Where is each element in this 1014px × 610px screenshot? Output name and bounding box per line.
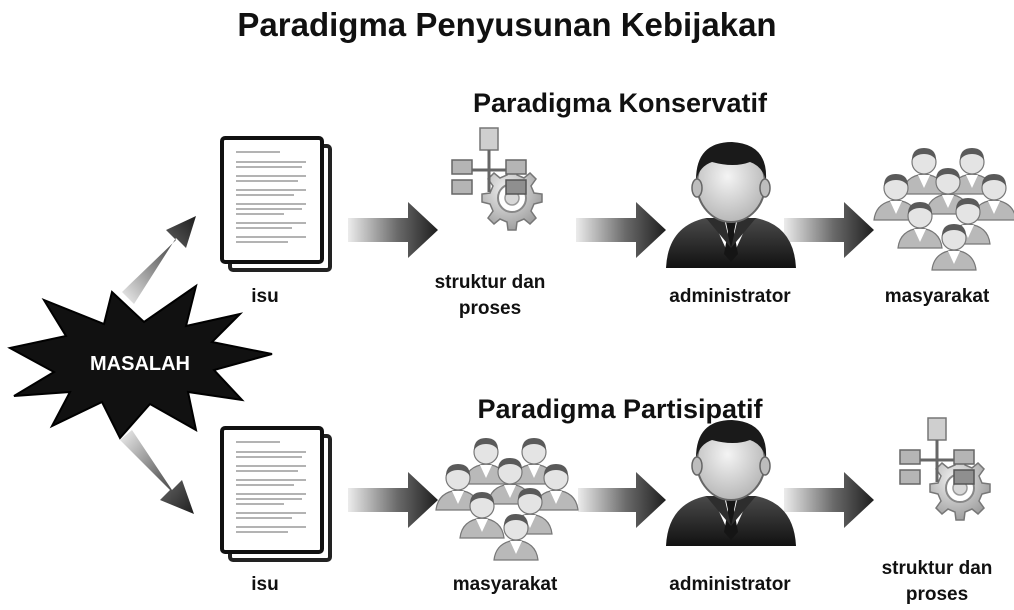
conservative-step-1-label: isu xyxy=(251,286,279,307)
participative-step-2-label: masyarakat xyxy=(452,574,558,595)
conservative-title: Paradigma Konservatif xyxy=(472,88,768,118)
arrow-isu-to-masyarakat-bottom xyxy=(348,472,438,528)
administrator-icon xyxy=(665,419,797,547)
arrow-struktur-to-admin-top xyxy=(576,202,666,258)
conservative-step-3-label: administrator xyxy=(669,286,791,307)
arrow-masyarakat-to-admin-bottom xyxy=(578,472,666,528)
diagram-title: Paradigma Penyusunan Kebijakan xyxy=(237,6,777,43)
structure-gear-icon xyxy=(450,126,544,232)
people-group-icon xyxy=(874,148,1014,270)
conservative-step-2-label: struktur dan proses xyxy=(434,272,546,319)
masalah-burst-shape xyxy=(7,283,273,440)
arrow-up-to-conservative xyxy=(122,216,196,304)
arrow-admin-to-masyarakat-top xyxy=(784,202,874,258)
participative-step-3-label: administrator xyxy=(669,574,791,595)
conservative-step-4-label: masyarakat xyxy=(884,286,990,307)
structure-gear-icon xyxy=(898,416,992,522)
participative-step-4-label: struktur dan proses xyxy=(881,558,993,605)
masalah-label: MASALAH xyxy=(90,353,190,375)
participative-title: Paradigma Partisipatif xyxy=(477,394,763,424)
arrow-down-to-participative xyxy=(120,430,194,514)
arrow-isu-to-struktur-top xyxy=(348,202,438,258)
people-group-icon xyxy=(436,438,578,560)
administrator-icon xyxy=(665,141,797,269)
document-icon xyxy=(220,426,332,562)
participative-step-1-label: isu xyxy=(251,574,279,595)
arrow-admin-to-struktur-bottom xyxy=(784,472,874,528)
document-icon xyxy=(220,136,332,272)
